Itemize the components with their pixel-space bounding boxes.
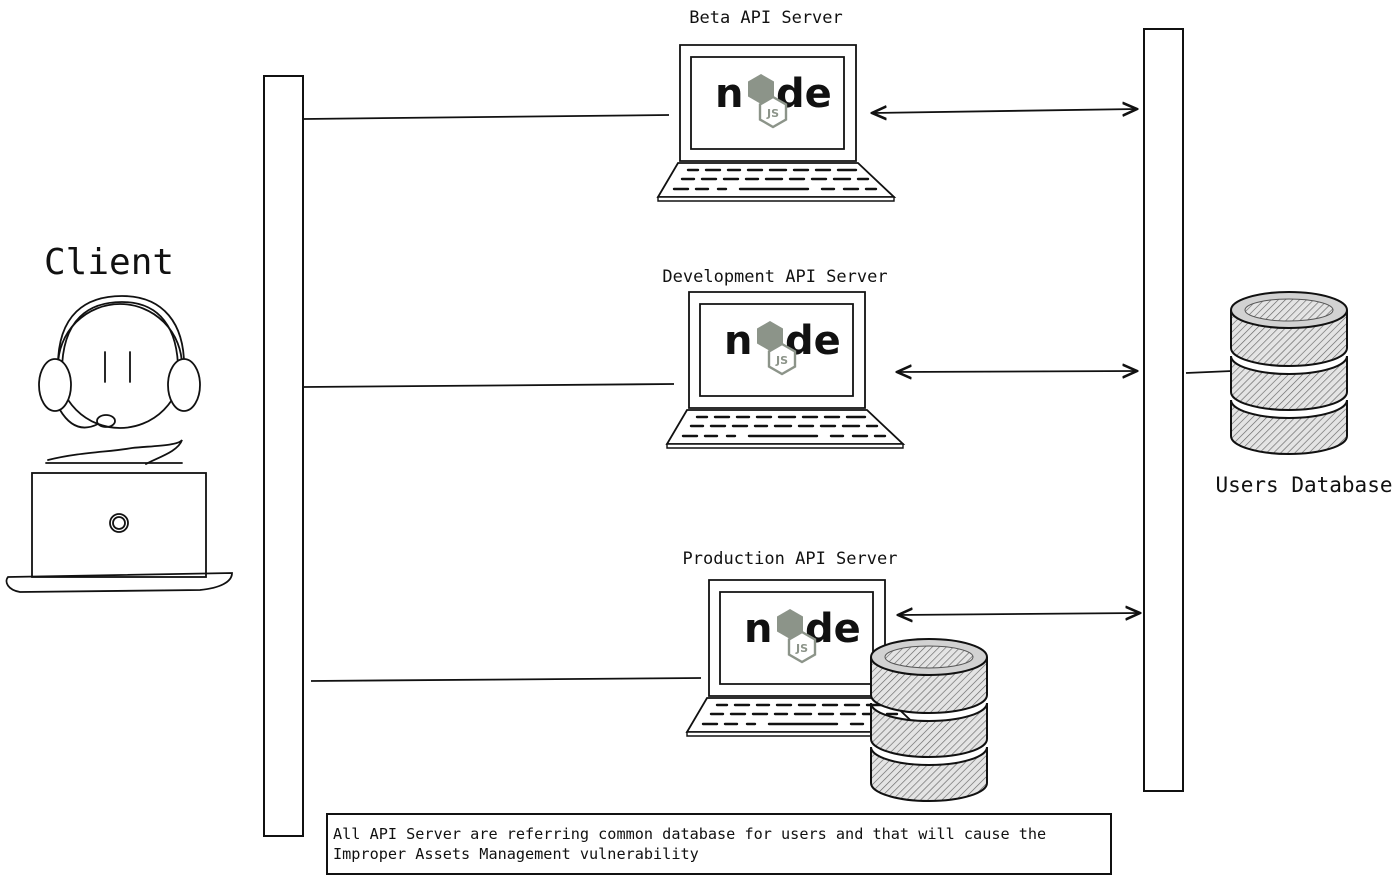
note-line-2: Improper Assets Management vulnerability <box>333 845 699 863</box>
vulnerability-note: All API Server are referring common data… <box>326 813 1112 875</box>
database-gateway-bar <box>1143 28 1184 792</box>
beta-server-label: Beta API Server <box>689 8 843 28</box>
client-label: Client <box>44 242 174 283</box>
client-laptop-icon <box>5 472 233 593</box>
beta-db-arrow <box>872 109 1137 113</box>
production-local-database-icon <box>870 638 988 802</box>
production-db-arrow <box>898 613 1140 615</box>
client-to-development-line <box>303 383 675 388</box>
users-database-icon <box>1230 291 1348 455</box>
client-to-production-line <box>310 677 702 682</box>
production-server-label: Production API Server <box>683 549 898 569</box>
users-database-label: Users Database <box>1215 473 1392 497</box>
beta-server-laptop-icon <box>656 43 896 203</box>
client-gateway-bar <box>263 75 304 837</box>
development-db-arrow <box>897 371 1137 372</box>
client-to-beta-line <box>303 114 670 120</box>
development-server-label: Development API Server <box>662 267 887 287</box>
development-server-laptop-icon <box>665 290 905 450</box>
bar-to-users-database-line <box>1185 370 1233 374</box>
client-person-icon <box>38 295 201 465</box>
note-line-1: All API Server are referring common data… <box>333 825 1047 843</box>
